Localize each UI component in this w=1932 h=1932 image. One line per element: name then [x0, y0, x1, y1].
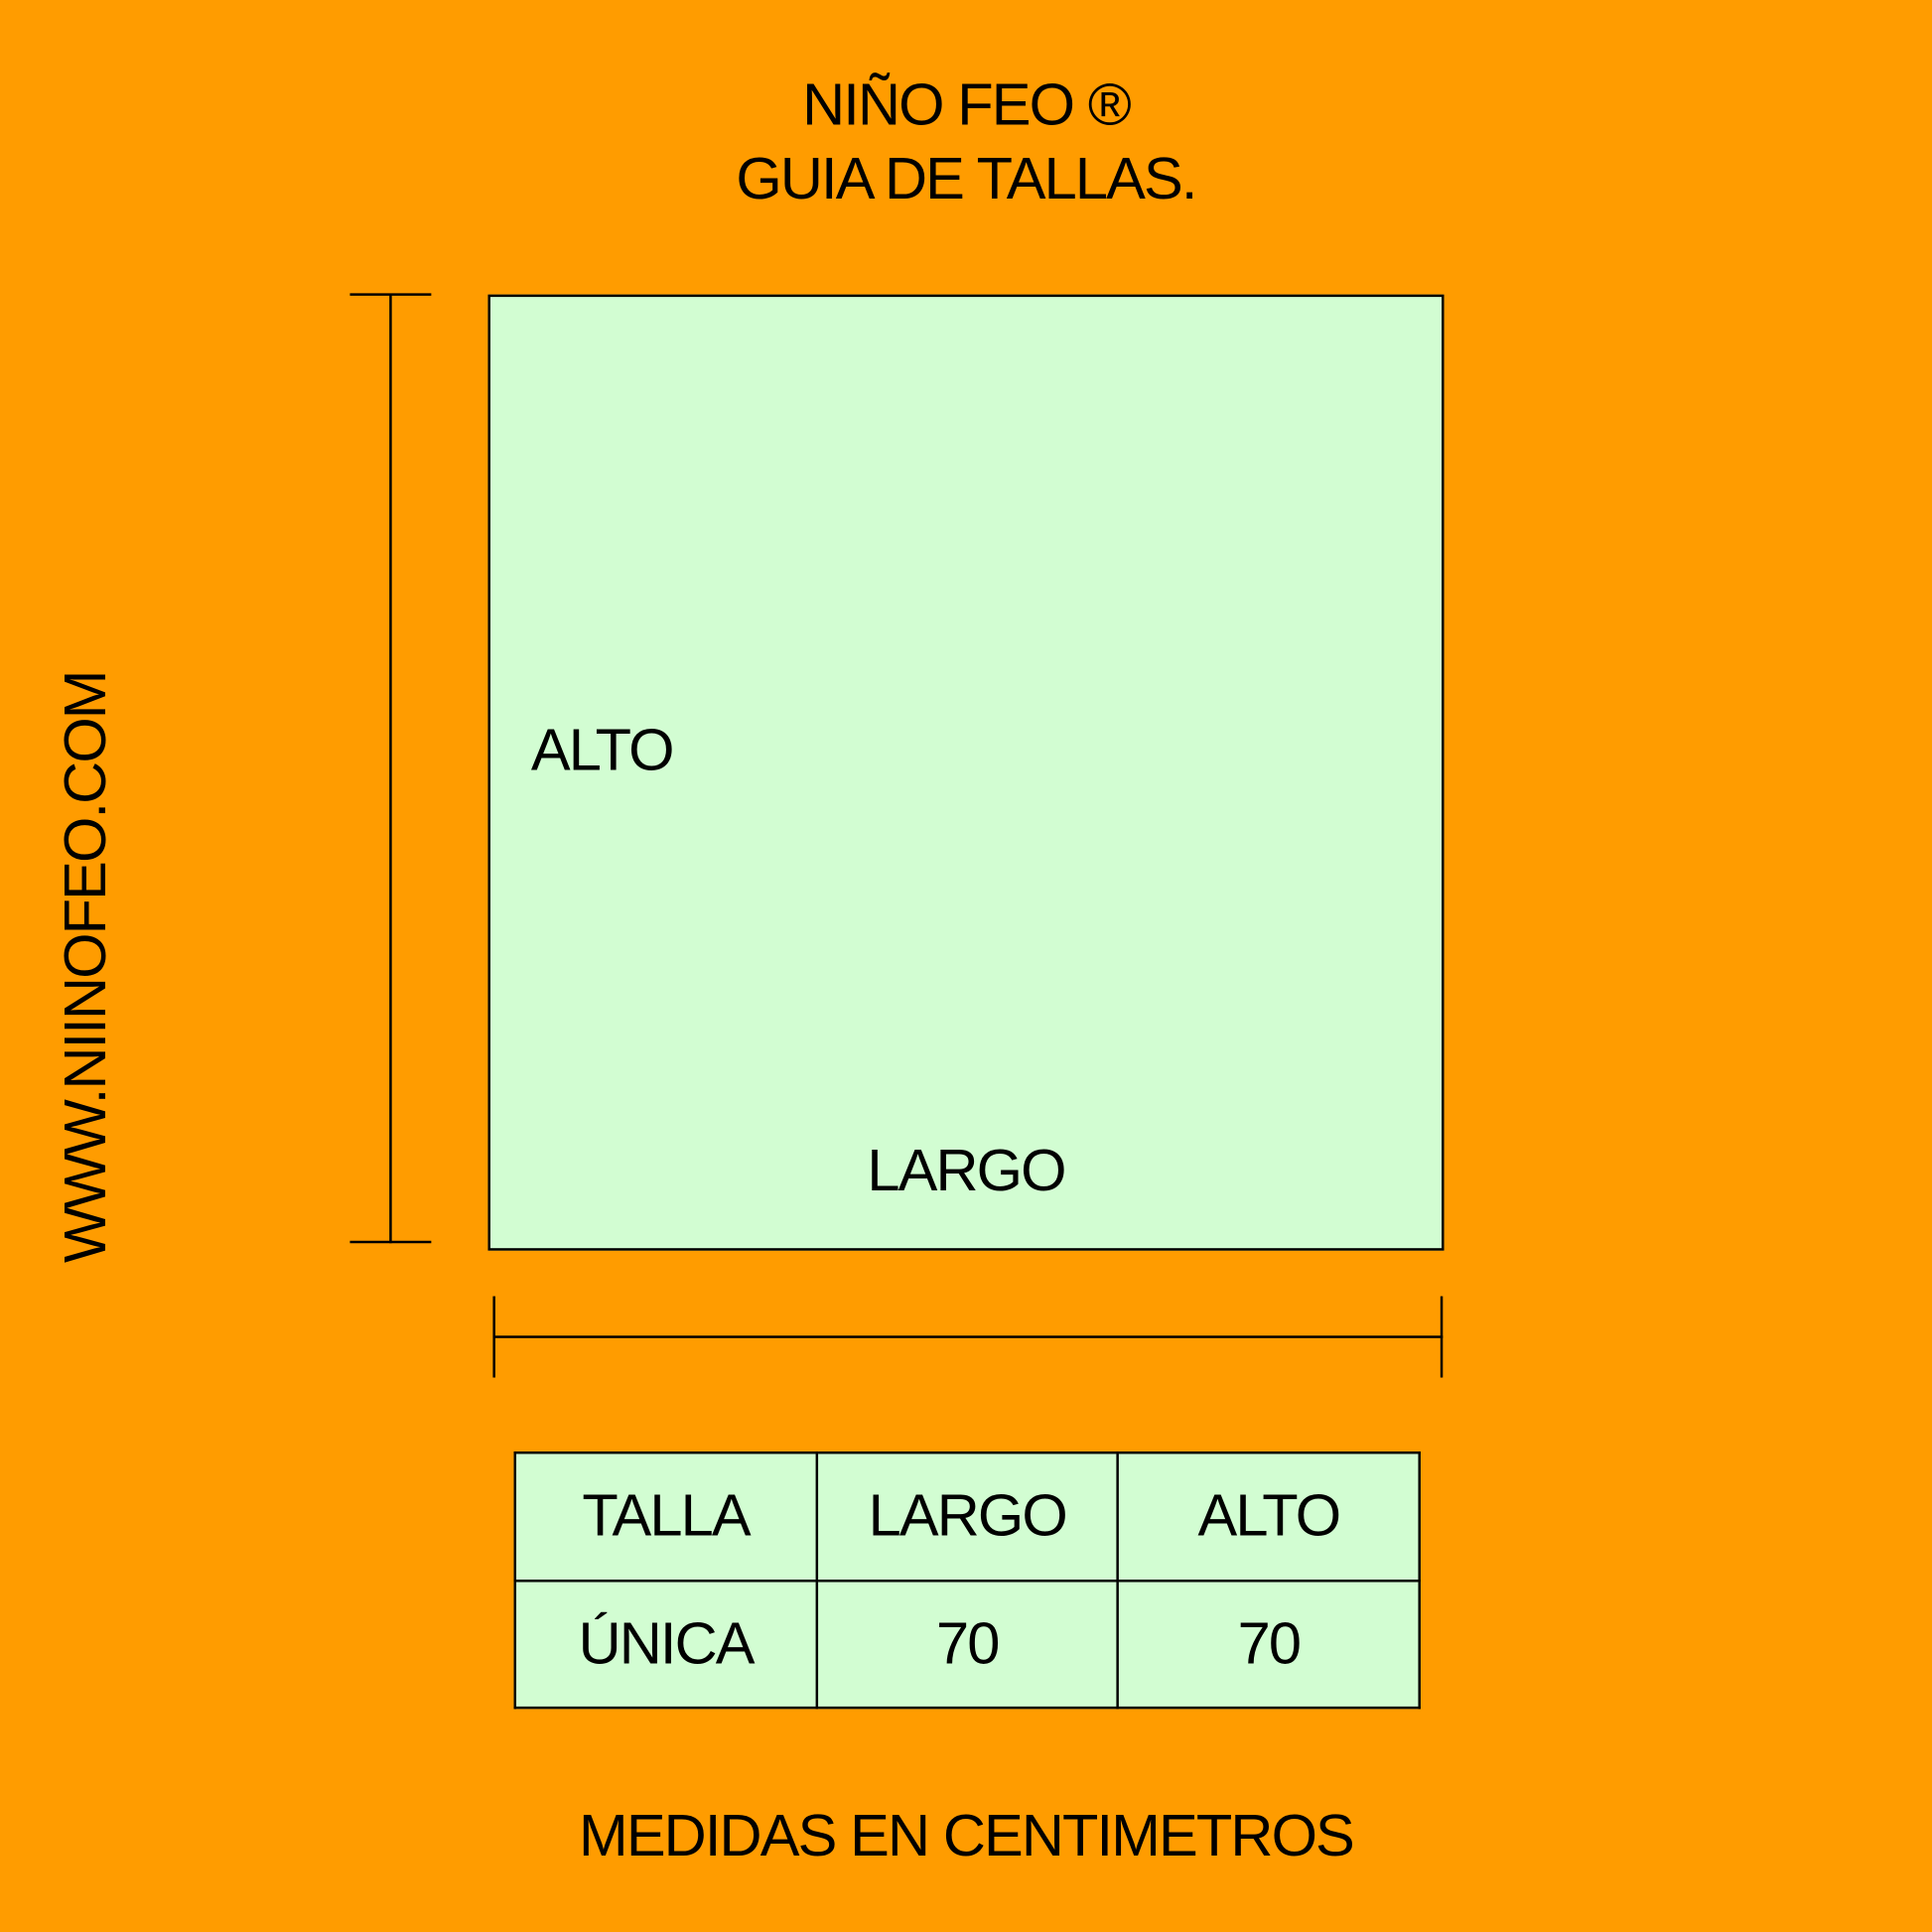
height-label: ALTO	[530, 718, 675, 784]
width-dimension-line	[493, 1335, 1444, 1338]
brand-title: NIÑO FEO ®	[802, 72, 1132, 138]
table-row: ÚNICA 70 70	[513, 1579, 1421, 1710]
height-dimension-tick-bottom	[349, 1240, 432, 1244]
width-dimension-tick-left	[492, 1296, 495, 1378]
table-header: ALTO	[1116, 1450, 1421, 1582]
size-table: TALLA LARGO ALTO ÚNICA 70 70	[513, 1450, 1421, 1710]
units-note: MEDIDAS EN CENTIMETROS	[579, 1803, 1355, 1869]
product-outline	[487, 294, 1445, 1251]
table-cell-width: 70	[815, 1579, 1120, 1710]
table-header-row: TALLA LARGO ALTO	[513, 1450, 1421, 1582]
width-dimension-tick-right	[1440, 1296, 1444, 1378]
height-dimension-line	[389, 294, 392, 1244]
table-header: LARGO	[815, 1450, 1120, 1582]
height-dimension-tick-top	[349, 293, 432, 296]
table-header: TALLA	[513, 1450, 818, 1582]
width-label: LARGO	[867, 1138, 1066, 1204]
page-title: GUIA DE TALLAS.	[736, 146, 1197, 212]
table-cell-height: 70	[1116, 1579, 1421, 1710]
table-cell-size: ÚNICA	[513, 1579, 818, 1710]
